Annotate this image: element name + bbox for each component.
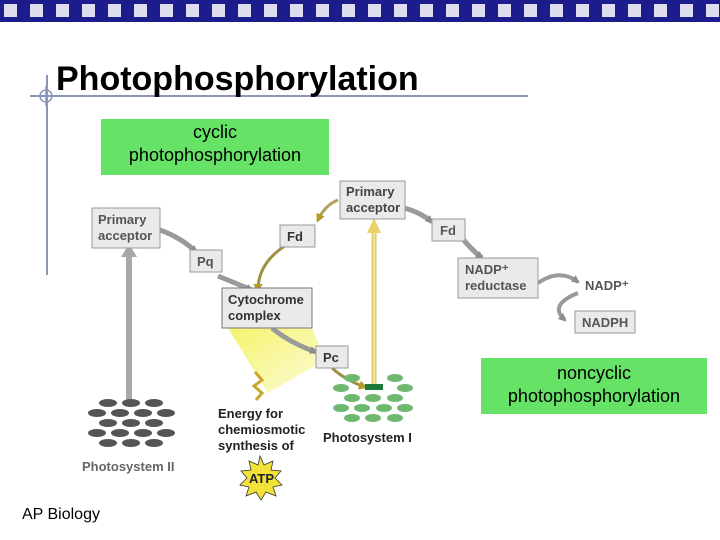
header-bar-square xyxy=(4,4,17,17)
header-bar-square xyxy=(108,4,121,17)
ps1-primary-acceptor-line2: acceptor xyxy=(346,200,400,215)
header-bar-square xyxy=(160,4,173,17)
title-vertical-rule xyxy=(46,75,48,275)
nadp-reductase-line1: NADP⁺ xyxy=(465,262,509,277)
header-bar-square xyxy=(420,4,433,17)
header-bar-square xyxy=(550,4,563,17)
fd-right-label: Fd xyxy=(440,223,456,238)
header-bar-square xyxy=(342,4,355,17)
nadp-reductase-line2: reductase xyxy=(465,278,526,293)
cyclic-callout: cyclic photophosphorylation xyxy=(101,119,329,175)
header-bar-square xyxy=(394,4,407,17)
nadph-box xyxy=(574,310,636,334)
arrow-nadp-to-nadph xyxy=(556,291,579,322)
header-bar-square xyxy=(212,4,225,17)
ps2-primary-acceptor-box xyxy=(91,207,161,249)
nadph-label: NADPH xyxy=(582,315,628,330)
atp-starburst xyxy=(239,454,283,501)
pc-box xyxy=(315,345,349,369)
cytochrome-complex-box xyxy=(221,287,313,329)
header-bar-square xyxy=(238,4,251,17)
header-bar-square xyxy=(706,4,719,17)
header-bar-square xyxy=(446,4,459,17)
header-bar-square xyxy=(602,4,615,17)
header-bar-square xyxy=(290,4,303,17)
header-bar-square xyxy=(498,4,511,17)
header-bar-square xyxy=(316,4,329,17)
arrow-ps1-acceptor-to-fd-right xyxy=(403,205,434,224)
photosystem-2-pigments xyxy=(88,399,175,447)
ps1-reaction-center xyxy=(365,384,383,390)
energy-beam xyxy=(228,328,325,393)
arrow-fd-to-cytochrome xyxy=(253,242,289,293)
header-bar-square xyxy=(186,4,199,17)
pq-box xyxy=(189,249,223,273)
arrow-ps2-acceptor-to-pq xyxy=(159,227,198,254)
fd-right-box xyxy=(431,218,466,242)
header-bar-square xyxy=(368,4,381,17)
title-rule xyxy=(30,95,528,97)
pq-label: Pq xyxy=(197,254,214,269)
cytochrome-line2: complex xyxy=(228,308,282,323)
atp-label: ATP xyxy=(249,471,274,486)
ps1-stalk-arrowhead xyxy=(367,218,381,233)
ps1-light-stalk xyxy=(371,227,377,387)
noncyclic-callout: noncyclic photophosphorylation xyxy=(481,358,707,414)
nadp-plus-label: NADP⁺ xyxy=(585,278,629,293)
header-bar-square xyxy=(264,4,277,17)
ps2-primary-acceptor-line2: acceptor xyxy=(98,228,152,243)
photosystem-1-pigments xyxy=(333,374,413,422)
arrow-ps1-acceptor-to-fd xyxy=(316,198,339,223)
ps2-light-stalk xyxy=(126,252,132,402)
header-bar-square xyxy=(56,4,69,17)
ps1-primary-acceptor-box xyxy=(339,180,406,220)
energy-text-line2: chemiosmotic xyxy=(218,422,305,437)
header-bar-square xyxy=(472,4,485,17)
header-bar xyxy=(0,0,720,22)
nadp-reductase-box xyxy=(457,257,539,299)
fd-left-box xyxy=(279,224,316,248)
photosystem-2-label: Photosystem II xyxy=(82,459,174,474)
header-bar-square xyxy=(30,4,43,17)
ps2-stalk-arrowhead xyxy=(121,244,137,257)
footer-label: AP Biology xyxy=(22,506,100,523)
photosystem-1-label: Photosystem I xyxy=(323,430,412,445)
arrow-cytochrome-to-pc xyxy=(270,326,318,355)
noncyclic-callout-line2: photophosphorylation xyxy=(507,386,681,406)
header-bar-square xyxy=(576,4,589,17)
energy-text-line3: synthesis of xyxy=(218,438,295,453)
ps1-primary-acceptor-line1: Primary xyxy=(346,184,395,199)
cyclic-callout-line1: cyclic xyxy=(193,122,237,142)
pc-label: Pc xyxy=(323,350,339,365)
lightning-bolt-icon xyxy=(251,371,265,401)
fd-left-label: Fd xyxy=(287,229,303,244)
noncyclic-callout-line1: noncyclic xyxy=(556,363,632,383)
header-bar-square xyxy=(82,4,95,17)
header-bar-square xyxy=(134,4,147,17)
arrow-nadp-cycle-top xyxy=(536,273,580,285)
energy-text-line1: Energy for xyxy=(218,406,283,421)
slide-title: Photophosphorylation xyxy=(56,60,419,98)
ps2-primary-acceptor-line1: Primary xyxy=(98,212,147,227)
header-bar-square xyxy=(524,4,537,17)
cytochrome-line1: Cytochrome xyxy=(228,292,304,307)
header-bar-square xyxy=(680,4,693,17)
header-bar-square xyxy=(654,4,667,17)
cyclic-callout-line2: photophosphorylation xyxy=(128,145,302,165)
header-bar-square xyxy=(628,4,641,17)
